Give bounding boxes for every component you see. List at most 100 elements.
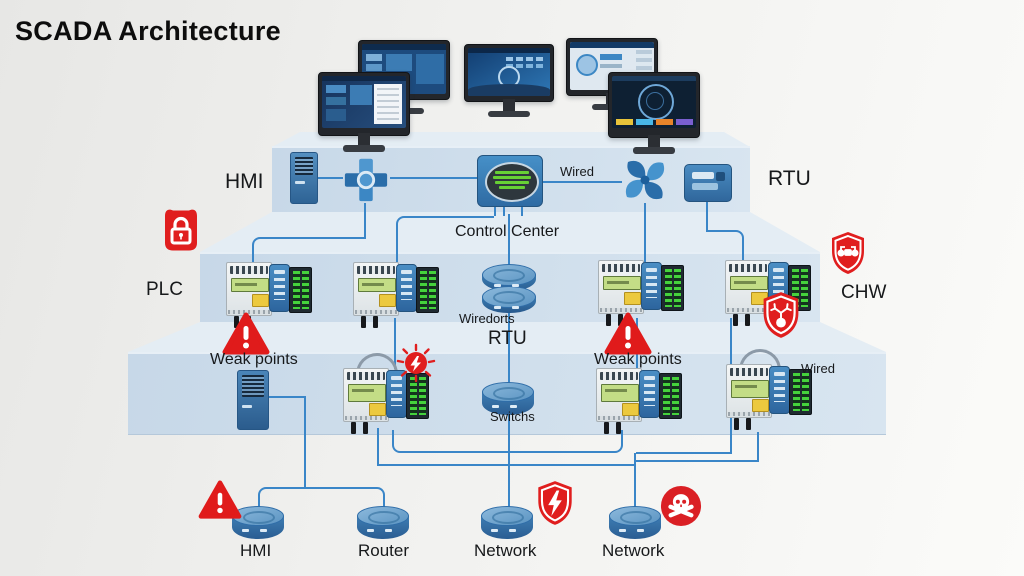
- wire: [396, 216, 494, 262]
- monitor-screen: [468, 48, 550, 96]
- plc-device: [353, 262, 439, 328]
- label-weak-points-right: Weak points: [594, 351, 682, 368]
- label-bottom-hmi: HMI: [240, 541, 272, 560]
- wire: [644, 203, 646, 262]
- wire: [706, 230, 744, 262]
- lock-icon: [160, 206, 202, 252]
- plc-module: [641, 262, 662, 310]
- shield-bug-icon: [758, 290, 804, 340]
- page-title: SCADA Architecture: [15, 16, 281, 46]
- monitor: [464, 44, 554, 120]
- plc-module: [639, 370, 660, 418]
- label-weak-points-left: Weak points: [210, 351, 298, 368]
- rtu-button: [716, 172, 725, 181]
- network-node-icon: [609, 506, 661, 540]
- monitor-screen: [322, 76, 406, 128]
- plc-device: [226, 262, 312, 328]
- plc-module: [269, 264, 290, 312]
- plc-body: [726, 364, 772, 418]
- warning-icon: [198, 480, 242, 520]
- wire: [521, 204, 523, 216]
- plc-terminal: [661, 265, 684, 311]
- shield-lightning-icon: [534, 479, 576, 527]
- plc-device: [598, 260, 684, 326]
- wire: [390, 177, 478, 179]
- label-bottom-network-1: Network: [474, 541, 537, 560]
- plc-body: [596, 368, 642, 422]
- label-wiredorts: Wiredorts: [459, 311, 515, 326]
- workstation-tower-icon: [237, 370, 269, 430]
- plc-terminal: [789, 369, 812, 415]
- wire: [494, 204, 496, 216]
- wire: [503, 204, 505, 216]
- plc-terminal: [659, 373, 682, 419]
- hmi-node-icon: [232, 506, 284, 540]
- wire: [377, 428, 379, 466]
- switch-icon: [482, 382, 534, 416]
- rtu-panel: [692, 183, 718, 190]
- wire: [267, 396, 306, 398]
- label-wired-right: Wired: [801, 361, 835, 376]
- server-slot: [242, 405, 252, 408]
- label-hmi-top: HMI: [225, 170, 264, 193]
- database-icon: [482, 264, 536, 316]
- wire: [364, 203, 366, 239]
- server-slot: [295, 181, 305, 184]
- label-rtu-top: RTU: [768, 167, 811, 190]
- wire: [258, 487, 385, 507]
- monitor: [608, 72, 700, 156]
- plc-terminal: [289, 267, 312, 313]
- wire: [304, 396, 306, 488]
- wire: [541, 181, 622, 183]
- wire: [377, 464, 636, 466]
- rtu-device-icon: [684, 164, 732, 202]
- warning-icon: [604, 312, 652, 356]
- wire: [392, 430, 623, 453]
- monitor: [318, 72, 410, 154]
- wire: [706, 199, 708, 232]
- wire: [634, 453, 636, 508]
- wire: [508, 411, 510, 508]
- plc-device-looped: [726, 349, 812, 430]
- label-rtu-mid: RTU: [488, 328, 527, 349]
- plc-module: [769, 366, 790, 414]
- plc-terminal: [406, 373, 429, 419]
- plc-body: [226, 262, 272, 316]
- server-vents: [242, 375, 264, 397]
- wire: [252, 237, 366, 263]
- monitor-screen: [612, 76, 696, 128]
- router-icon: [357, 506, 409, 540]
- label-bottom-router: Router: [358, 541, 410, 560]
- control-center-screen: [485, 162, 539, 202]
- label-plc: PLC: [146, 279, 183, 300]
- plc-body: [343, 368, 389, 422]
- plc-body: [353, 262, 399, 316]
- network-node-icon: [481, 506, 533, 540]
- plc-body: [598, 260, 644, 314]
- label-control-center: Control Center: [455, 223, 560, 240]
- shield-drone-icon: [827, 230, 869, 276]
- label-chw: CHW: [841, 282, 887, 303]
- plc-module: [396, 264, 417, 312]
- rtu-display: [692, 172, 714, 179]
- plc-module: [386, 370, 407, 418]
- fan-icon: [621, 156, 669, 204]
- plc-device: [596, 368, 682, 434]
- server-vents: [295, 157, 313, 175]
- wire: [636, 452, 731, 454]
- plc-device-looped: [343, 353, 429, 434]
- wire: [394, 318, 396, 369]
- wire: [634, 460, 758, 462]
- lightning-burst-icon: [396, 343, 436, 383]
- tier1-tier2-ramp: [200, 212, 820, 252]
- control-center-icon: [477, 155, 543, 207]
- wire: [316, 177, 343, 179]
- plc-terminal: [416, 267, 439, 313]
- wire: [757, 432, 759, 462]
- valve-cross-icon: [342, 156, 390, 204]
- skull-icon: [660, 484, 702, 528]
- label-switchs: Switchs: [490, 409, 535, 424]
- warning-icon: [222, 312, 270, 356]
- label-wired-top: Wired: [560, 164, 594, 179]
